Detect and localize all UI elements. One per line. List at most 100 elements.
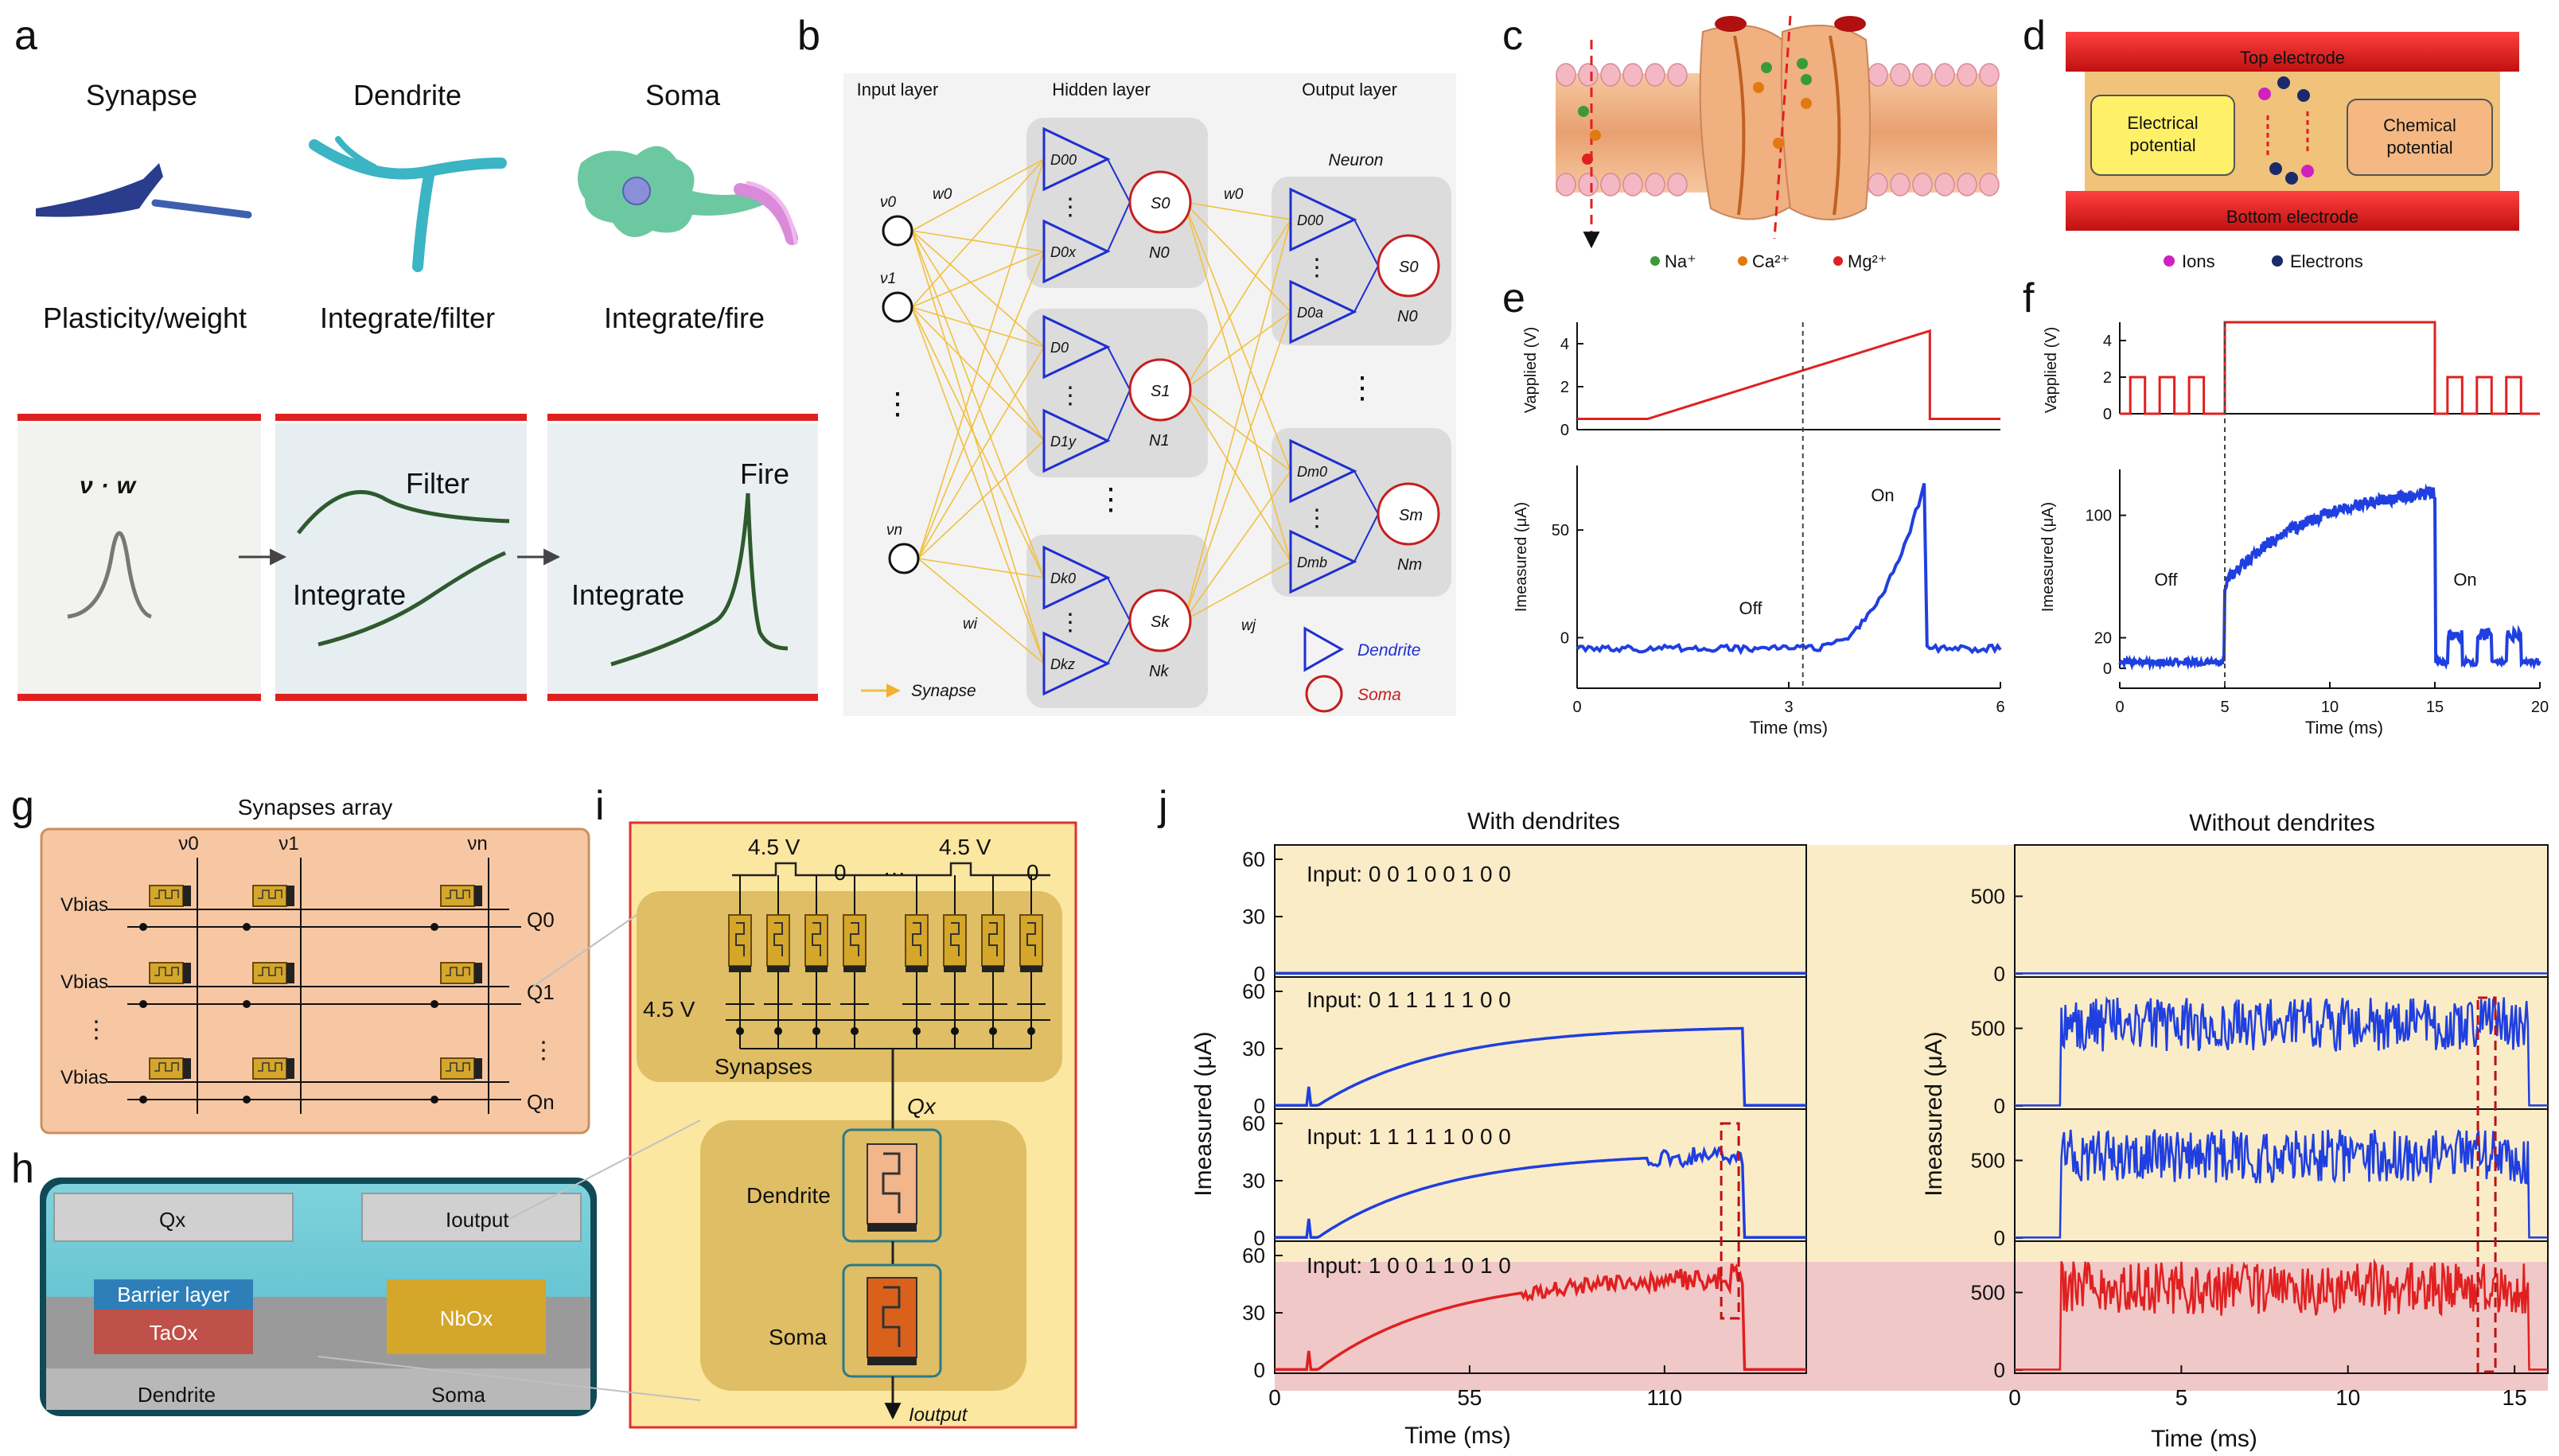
- ion-legend: Na⁺ Ca²⁺ Mg²⁺: [1650, 251, 1887, 271]
- hidden-2-soma-label: Sk: [1151, 613, 1170, 631]
- lipid-bottom: [1980, 173, 1999, 196]
- e-off-label: Off: [1739, 598, 1763, 618]
- synapse-contact-1-2: [474, 963, 482, 983]
- panel-label-a: a: [14, 13, 37, 59]
- synapse-element-contact-1: [767, 966, 789, 972]
- hidden-2-dendrite-label-0: Dk0: [1050, 570, 1076, 586]
- panel-label-i: i: [595, 783, 605, 829]
- f-off-label: Off: [2155, 570, 2179, 590]
- electrical-label-1: Electrical: [2127, 113, 2198, 133]
- dendrite-legend-label: Dendrite: [1357, 641, 1420, 660]
- synapse-contact-0-1: [286, 886, 294, 906]
- synapse-contact-2-2: [474, 1058, 482, 1079]
- input-node-0: [883, 216, 912, 245]
- input-node-1: [883, 293, 912, 321]
- lipid-top: [1868, 64, 1887, 86]
- lipid-bottom: [1579, 173, 1598, 196]
- output-0-neuron-label: N0: [1397, 308, 1418, 325]
- panel-a: a Synapse Dendrite Soma Plasticity/weigh…: [14, 13, 818, 701]
- chemical-label-2: potential: [2386, 138, 2452, 158]
- integrate-label-dendrite: Integrate: [293, 578, 406, 611]
- e-vapplied-label: Vapplied (V): [1522, 327, 1540, 414]
- weight-label-w0-out: w0: [1224, 186, 1244, 203]
- substrate: [46, 1368, 590, 1410]
- j-left-ytick-label: 60: [1242, 979, 1265, 1003]
- taox-label: TaOx: [150, 1321, 198, 1345]
- lipid-bottom: [1957, 173, 1977, 196]
- e-x-tick-label: 0: [1572, 699, 1581, 716]
- synapse-illustration: [36, 163, 248, 217]
- f-time-label: Time (ms): [2305, 718, 2383, 738]
- nbox-label: NbOx: [440, 1306, 493, 1330]
- ion-channel-left: [1700, 25, 1794, 220]
- integrate-label-soma: Integrate: [571, 578, 684, 611]
- hidden-1-dendrite-label-1: D1y: [1050, 434, 1077, 450]
- output-ellipsis: ⋮: [1347, 372, 1377, 405]
- hidden-2-dendrite-ellipsis: ⋮: [1058, 609, 1082, 636]
- lipid-bottom: [1891, 173, 1910, 196]
- input-voltage-1: 4.5 V: [748, 835, 800, 859]
- panel-label-d: d: [2023, 13, 2046, 59]
- legend-electrons: Electrons: [2290, 251, 2363, 271]
- neuron-block: [700, 1120, 1026, 1391]
- synapse-heading: Synapse: [86, 79, 197, 111]
- lipid-top: [1556, 64, 1576, 86]
- weight-label-wj: wj: [1241, 617, 1256, 634]
- synapse-legend-label: Synapse: [911, 682, 976, 700]
- j-left-xtick-label: 0: [1268, 1385, 1281, 1410]
- e-time-label: Time (ms): [1750, 718, 1828, 738]
- lipid-bottom: [1601, 173, 1620, 196]
- transistor-node-1-1: [243, 1000, 251, 1008]
- j-right-ytick-label: 500: [1971, 885, 2005, 909]
- plot-f: 02402010005101520: [2086, 322, 2549, 716]
- e-v-tick-label: 2: [1560, 379, 1569, 396]
- panel-label-f: f: [2023, 275, 2035, 321]
- ion-channel-right: [1782, 25, 1870, 220]
- soma-device: [867, 1278, 917, 1357]
- j-left-ytick-label: 30: [1242, 905, 1265, 928]
- synapse-function-box: [18, 423, 261, 695]
- output-ellipsis: ⋮: [532, 1037, 555, 1064]
- f-x-tick-label: 0: [2115, 699, 2124, 716]
- panel-label-c: c: [1502, 13, 1523, 59]
- column-vn: νn: [467, 833, 487, 855]
- f-vapplied-label: Vapplied (V): [2043, 327, 2060, 414]
- input-voltage-2: 4.5 V: [939, 835, 991, 859]
- panel-label-b: b: [797, 13, 820, 59]
- transistor-node-2-1: [243, 1096, 251, 1104]
- device-dendrite-label: Dendrite: [138, 1383, 216, 1407]
- soma-illustration: [578, 146, 796, 243]
- synapse-element-contact-7: [1020, 966, 1042, 972]
- weight-label-wi: wi: [963, 616, 978, 633]
- filter-label: Filter: [406, 467, 469, 500]
- hidden-layer-label: Hidden layer: [1052, 80, 1151, 99]
- j-input-3: Input: 1 1 1 1 1 0 0 0: [1307, 1124, 1511, 1149]
- hidden-0-dendrite-ellipsis: ⋮: [1058, 194, 1082, 220]
- input-layer-label: Input layer: [857, 80, 939, 99]
- bottom-electrode-label: Bottom electrode: [2226, 207, 2358, 227]
- f-x-tick-label: 5: [2220, 699, 2229, 716]
- hidden-1-neuron-label: N1: [1149, 432, 1170, 450]
- f-voltage-trace: [2120, 322, 2540, 414]
- hidden-2-neuron-label: Nk: [1149, 663, 1169, 680]
- panel-label-j: j: [1157, 783, 1168, 829]
- synapses-label: Synapses: [715, 1054, 812, 1079]
- hidden-0-dendrite-label-0: D00: [1050, 152, 1077, 168]
- side-voltage: 4.5 V: [643, 997, 695, 1022]
- formula: ν·w: [80, 473, 137, 499]
- hidden-0-neuron-label: N0: [1149, 244, 1170, 262]
- qx-label: Qx: [159, 1208, 185, 1232]
- j-left-ytick-label: 30: [1242, 1037, 1265, 1061]
- top-electrode-label: Top electrode: [2240, 48, 2345, 68]
- j-right-xtick-label: 10: [2335, 1385, 2360, 1410]
- e-imeasured-label: Imeasured (μA): [1513, 502, 1530, 612]
- j-input-4: Input: 1 0 0 1 1 0 1 0: [1307, 1253, 1511, 1278]
- e-x-tick-label: 3: [1784, 699, 1793, 716]
- input-zero-1: 0: [834, 860, 847, 885]
- f-i-tick-label: 0: [2103, 660, 2112, 678]
- j-right-ytick-label: 0: [1994, 1094, 2005, 1118]
- ion-legend-ca: Ca²⁺: [1752, 251, 1790, 271]
- output-1-dendrite-ellipsis: ⋮: [1305, 505, 1329, 531]
- i-dendrite-label: Dendrite: [746, 1183, 831, 1208]
- synapse-element-contact-0: [729, 966, 751, 972]
